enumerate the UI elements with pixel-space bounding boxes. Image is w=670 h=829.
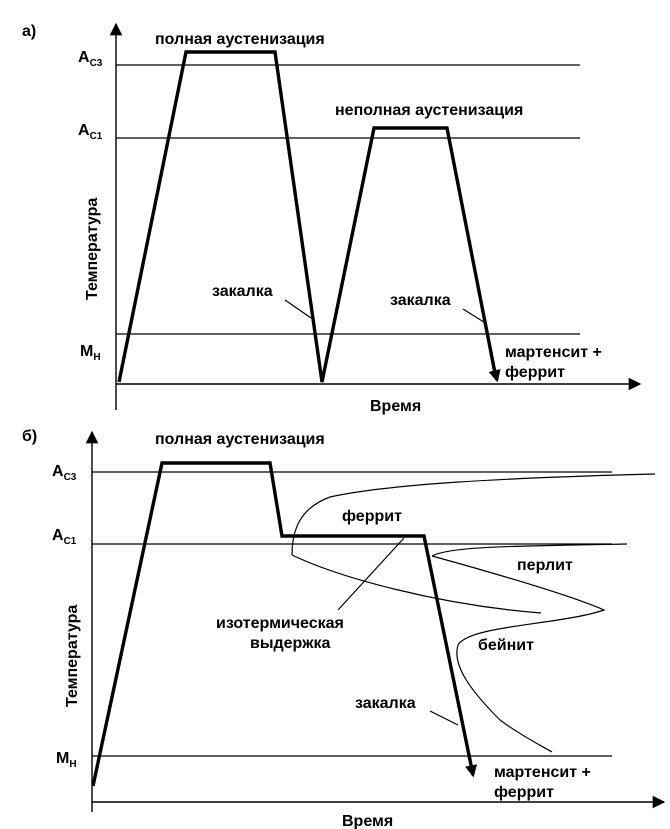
panel-a: а) AC3 AC1 MН Температура Время полная а… — [22, 22, 642, 415]
panel-a-quench-label-2: закалка — [390, 292, 451, 309]
panel-a-y-axis-title: Температура — [84, 198, 101, 300]
panel-a-partial-austenitization-label: неполная аустенизация — [335, 102, 523, 119]
panel-b-result-line1: мартенсит + — [494, 764, 591, 781]
panel-a-result-line1: мартенсит + — [505, 344, 602, 361]
panel-b-label: б) — [22, 428, 37, 445]
panel-a-full-austenitization-label: полная аустенизация — [155, 31, 325, 48]
panel-b-full-austenitization-label: полная аустенизация — [155, 431, 325, 448]
panel-b-result-line2: феррит — [494, 784, 554, 801]
panel-b-ferrite-end-curve — [291, 554, 542, 614]
panel-b: б) AC3 AC1 MН Температура Время полная а… — [22, 428, 666, 829]
panel-b-cycle-arrow — [465, 754, 478, 778]
panel-b-y-axis-title: Температура — [64, 605, 81, 707]
panel-b-isothermal-line1: изотермическая — [216, 615, 344, 632]
panel-a-quench-leader-2 — [462, 308, 488, 325]
panel-b-isothermal-leader — [337, 537, 405, 611]
panel-b-ac3-label: AC3 — [52, 463, 77, 483]
panel-b-quench-leader — [429, 710, 459, 726]
panel-a-thermal-cycle — [117, 50, 497, 383]
panel-a-ac1-label: AC1 — [78, 122, 103, 142]
panel-b-thermal-cycle — [91, 461, 472, 787]
panel-b-ferrite-start-curve — [291, 473, 656, 556]
panel-a-label: а) — [22, 23, 36, 40]
panel-b-ferrite-label: феррит — [342, 508, 402, 525]
panel-b-quench-label: закалка — [355, 695, 416, 712]
panel-a-mn-label: MН — [80, 343, 101, 363]
panel-b-bainite-label: бейнит — [478, 637, 534, 654]
panel-b-mn-label: MН — [56, 750, 77, 770]
panel-a-ac3-label: AC3 — [78, 49, 103, 69]
panel-b-x-axis-title: Время — [342, 813, 393, 829]
panel-a-quench-label-1: закалка — [212, 283, 273, 300]
panel-a-quench-leader-1 — [284, 299, 312, 319]
panel-b-pearlite-start-curve — [431, 543, 628, 557]
panel-b-pearlite-bainite-curve — [431, 555, 606, 753]
panel-b-ac1-label: AC1 — [52, 527, 77, 547]
panel-a-cycle-arrow — [488, 367, 501, 383]
panel-a-x-axis-title: Время — [370, 398, 421, 415]
panel-a-result-line2: феррит — [505, 364, 565, 381]
panel-b-pearlite-label: перлит — [517, 557, 573, 574]
panel-b-isothermal-line2: выдержка — [250, 635, 330, 652]
